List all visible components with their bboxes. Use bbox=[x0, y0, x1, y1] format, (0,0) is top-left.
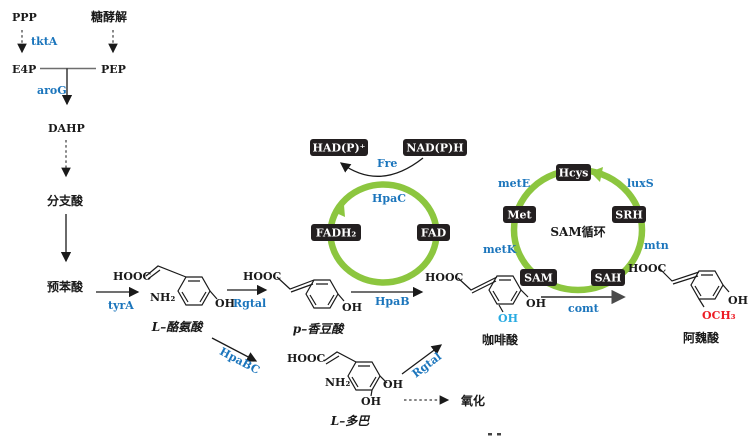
metabolite-dahp: DAHP bbox=[48, 122, 85, 135]
box-nadp-plus bbox=[310, 139, 368, 156]
dopa-hooc: HOOC bbox=[287, 352, 326, 365]
ferulic-name: 阿魏酸 bbox=[683, 330, 720, 345]
enzyme-fre: Fre bbox=[377, 157, 397, 170]
sam-cycle: SAM循环 metE luxS mtn metK Hcys Met SRH SA… bbox=[483, 164, 669, 294]
arrow-hpaBC bbox=[211, 337, 258, 362]
label-hcys: Hcys bbox=[559, 167, 589, 180]
enzyme-rgtal-1: Rgtal bbox=[233, 297, 266, 310]
box-sam bbox=[520, 269, 557, 286]
structure-tyrosine: HOOC NH₂ OH L–酪氨酸 bbox=[113, 265, 235, 334]
caffeic-name: 咖啡酸 bbox=[482, 332, 519, 347]
enzyme-tktA: tktA bbox=[31, 35, 58, 48]
tyrosine-nh2: NH₂ bbox=[150, 291, 175, 304]
ferulic-hooc: HOOC bbox=[628, 262, 667, 275]
metabolite-pep: PEP bbox=[101, 63, 126, 76]
label-sah: SAH bbox=[595, 272, 622, 285]
metabolite-e4p: E4P bbox=[12, 63, 36, 76]
tyrosine-name: L–酪氨酸 bbox=[151, 320, 204, 334]
box-hcys bbox=[556, 164, 591, 181]
enzyme-luxS: luxS bbox=[627, 177, 654, 190]
enzyme-mtn: mtn bbox=[644, 239, 669, 252]
box-srh bbox=[612, 206, 646, 223]
sam-cycle-arrowhead bbox=[590, 167, 603, 182]
label-oxidation: 氧化 bbox=[460, 393, 485, 408]
enzyme-hpaB: HpaB bbox=[375, 295, 410, 308]
label-fadh2: FADH₂ bbox=[316, 227, 357, 240]
ferulic-oh: OH bbox=[728, 294, 748, 307]
tyrosine-oh: OH bbox=[215, 297, 235, 310]
enzyme-metE: metE bbox=[498, 177, 530, 190]
dopa-oh-right: OH bbox=[383, 378, 403, 391]
label-nadph: NAD(P)H bbox=[406, 142, 463, 155]
sam-cycle-title: SAM循环 bbox=[550, 224, 605, 239]
dopa-name: L–多巴 bbox=[330, 414, 370, 428]
arrow-fre bbox=[339, 157, 424, 177]
metabolite-chorismate: 分支酸 bbox=[47, 193, 84, 208]
box-sah bbox=[591, 269, 625, 286]
fad-cycle: Fre HpaC HAD(P)⁺ NAD(P)H FADH₂ FAD bbox=[310, 139, 467, 286]
caption-fragment bbox=[488, 433, 501, 436]
box-nadph bbox=[403, 139, 467, 156]
coumaric-name: p–香豆酸 bbox=[293, 322, 345, 336]
metabolite-ppp: PPP bbox=[12, 11, 37, 24]
structure-coumaric: HOOC OH p–香豆酸 bbox=[243, 270, 362, 336]
tyrosine-hooc: HOOC bbox=[113, 270, 152, 283]
enzyme-aroG: aroG bbox=[37, 84, 67, 97]
enzyme-metK: metK bbox=[483, 243, 517, 256]
box-fadh2 bbox=[311, 224, 361, 241]
enzyme-hpaBC: HpaBC bbox=[217, 345, 262, 377]
caffeic-oh-para: OH bbox=[526, 297, 546, 310]
enzyme-rgtal-2: Rgtal bbox=[410, 350, 444, 380]
arrow-rgtal-2 bbox=[401, 344, 443, 375]
caffeic-hooc: HOOC bbox=[425, 271, 464, 284]
label-nadp-plus: HAD(P)⁺ bbox=[313, 142, 366, 155]
coumaric-oh: OH bbox=[342, 301, 362, 314]
enzyme-comt: comt bbox=[568, 302, 600, 315]
dopa-oh-bottom: OH bbox=[361, 395, 381, 408]
label-met: Met bbox=[507, 209, 532, 222]
coumaric-hooc: HOOC bbox=[243, 270, 282, 283]
dopa-nh2: NH₂ bbox=[325, 376, 350, 389]
caffeic-oh-meta: OH bbox=[498, 312, 518, 325]
enzyme-tyrA: tyrA bbox=[108, 299, 134, 312]
structure-dopa: HOOC NH₂ OH OH L–多巴 bbox=[287, 351, 403, 428]
metabolite-prephenate: 预苯酸 bbox=[47, 279, 84, 294]
box-fad bbox=[417, 224, 450, 241]
structure-caffeic: HOOC OH OH 咖啡酸 bbox=[425, 271, 546, 347]
label-srh: SRH bbox=[615, 209, 642, 222]
metabolite-glycolysis: 糖酵解 bbox=[91, 9, 127, 24]
label-fad: FAD bbox=[421, 227, 447, 240]
label-sam: SAM bbox=[524, 272, 553, 285]
ferulic-och3: OCH₃ bbox=[702, 309, 736, 322]
enzyme-hpaC: HpaC bbox=[372, 192, 406, 205]
structure-ferulic: HOOC OH OCH₃ 阿魏酸 bbox=[628, 262, 748, 345]
box-met bbox=[503, 206, 536, 223]
hpaC-cycle-arrowhead bbox=[334, 205, 345, 217]
